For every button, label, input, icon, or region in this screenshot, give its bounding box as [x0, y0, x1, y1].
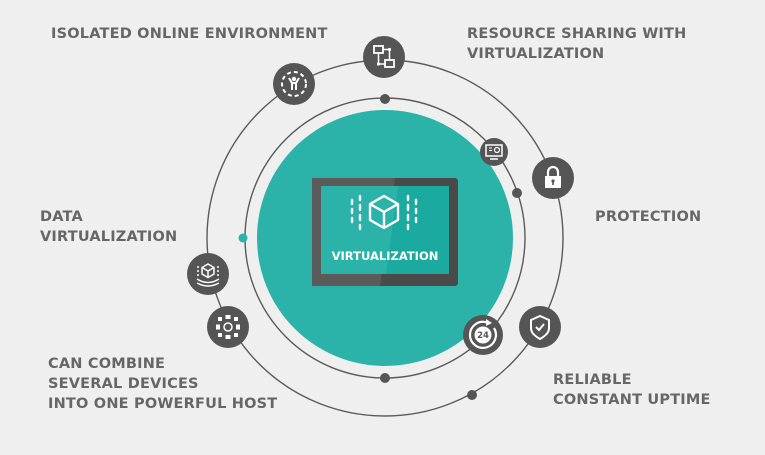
orbit-dot-bottom [380, 373, 390, 383]
orbit-dot-right [512, 188, 522, 198]
label-combine: CAN COMBINE SEVERAL DEVICES INTO ONE POW… [48, 354, 277, 414]
center-title: VIRTUALIZATION [332, 249, 439, 263]
hub-icon [207, 306, 249, 348]
orbit-dot-top [380, 94, 390, 104]
orbit-dot-left-teal [238, 233, 248, 243]
label-line: VIRTUALIZATION [467, 46, 605, 62]
label-line: INTO ONE POWERFUL HOST [48, 396, 278, 412]
label-line: VIRTUALIZATION [40, 229, 178, 245]
label-protection: PROTECTION [595, 207, 701, 227]
label-line: ISOLATED ONLINE ENVIRONMENT [51, 26, 328, 42]
label-isolated: ISOLATED ONLINE ENVIRONMENT [51, 24, 328, 44]
cube-icon [368, 194, 400, 230]
label-line: RESOURCE SHARING WITH [467, 26, 687, 42]
network-icon [363, 36, 405, 78]
data-stream-lines [350, 194, 418, 231]
clock-24-icon: 24 [463, 315, 503, 355]
label-line: PROTECTION [595, 209, 702, 225]
lock-icon [532, 157, 574, 199]
orbit-dot-outer-bottom-right [467, 390, 477, 400]
label-line: CONSTANT UPTIME [553, 392, 711, 408]
isolated-person-icon [273, 63, 315, 105]
monitor: VIRTUALIZATION [312, 178, 458, 286]
clock-24-text: 24 [477, 331, 489, 341]
cube-platform-icon [187, 253, 229, 295]
label-data-virtualization: DATA VIRTUALIZATION [40, 207, 177, 247]
label-resource-sharing: RESOURCE SHARING WITH VIRTUALIZATION [467, 24, 686, 64]
label-line: SEVERAL DEVICES [48, 376, 199, 392]
shield-check-icon [519, 306, 561, 348]
label-line: DATA [40, 209, 83, 225]
label-line: RELIABLE [553, 372, 632, 388]
label-uptime: RELIABLE CONSTANT UPTIME [553, 370, 711, 410]
monitor-gear-icon [480, 138, 508, 166]
label-line: CAN COMBINE [48, 356, 166, 372]
